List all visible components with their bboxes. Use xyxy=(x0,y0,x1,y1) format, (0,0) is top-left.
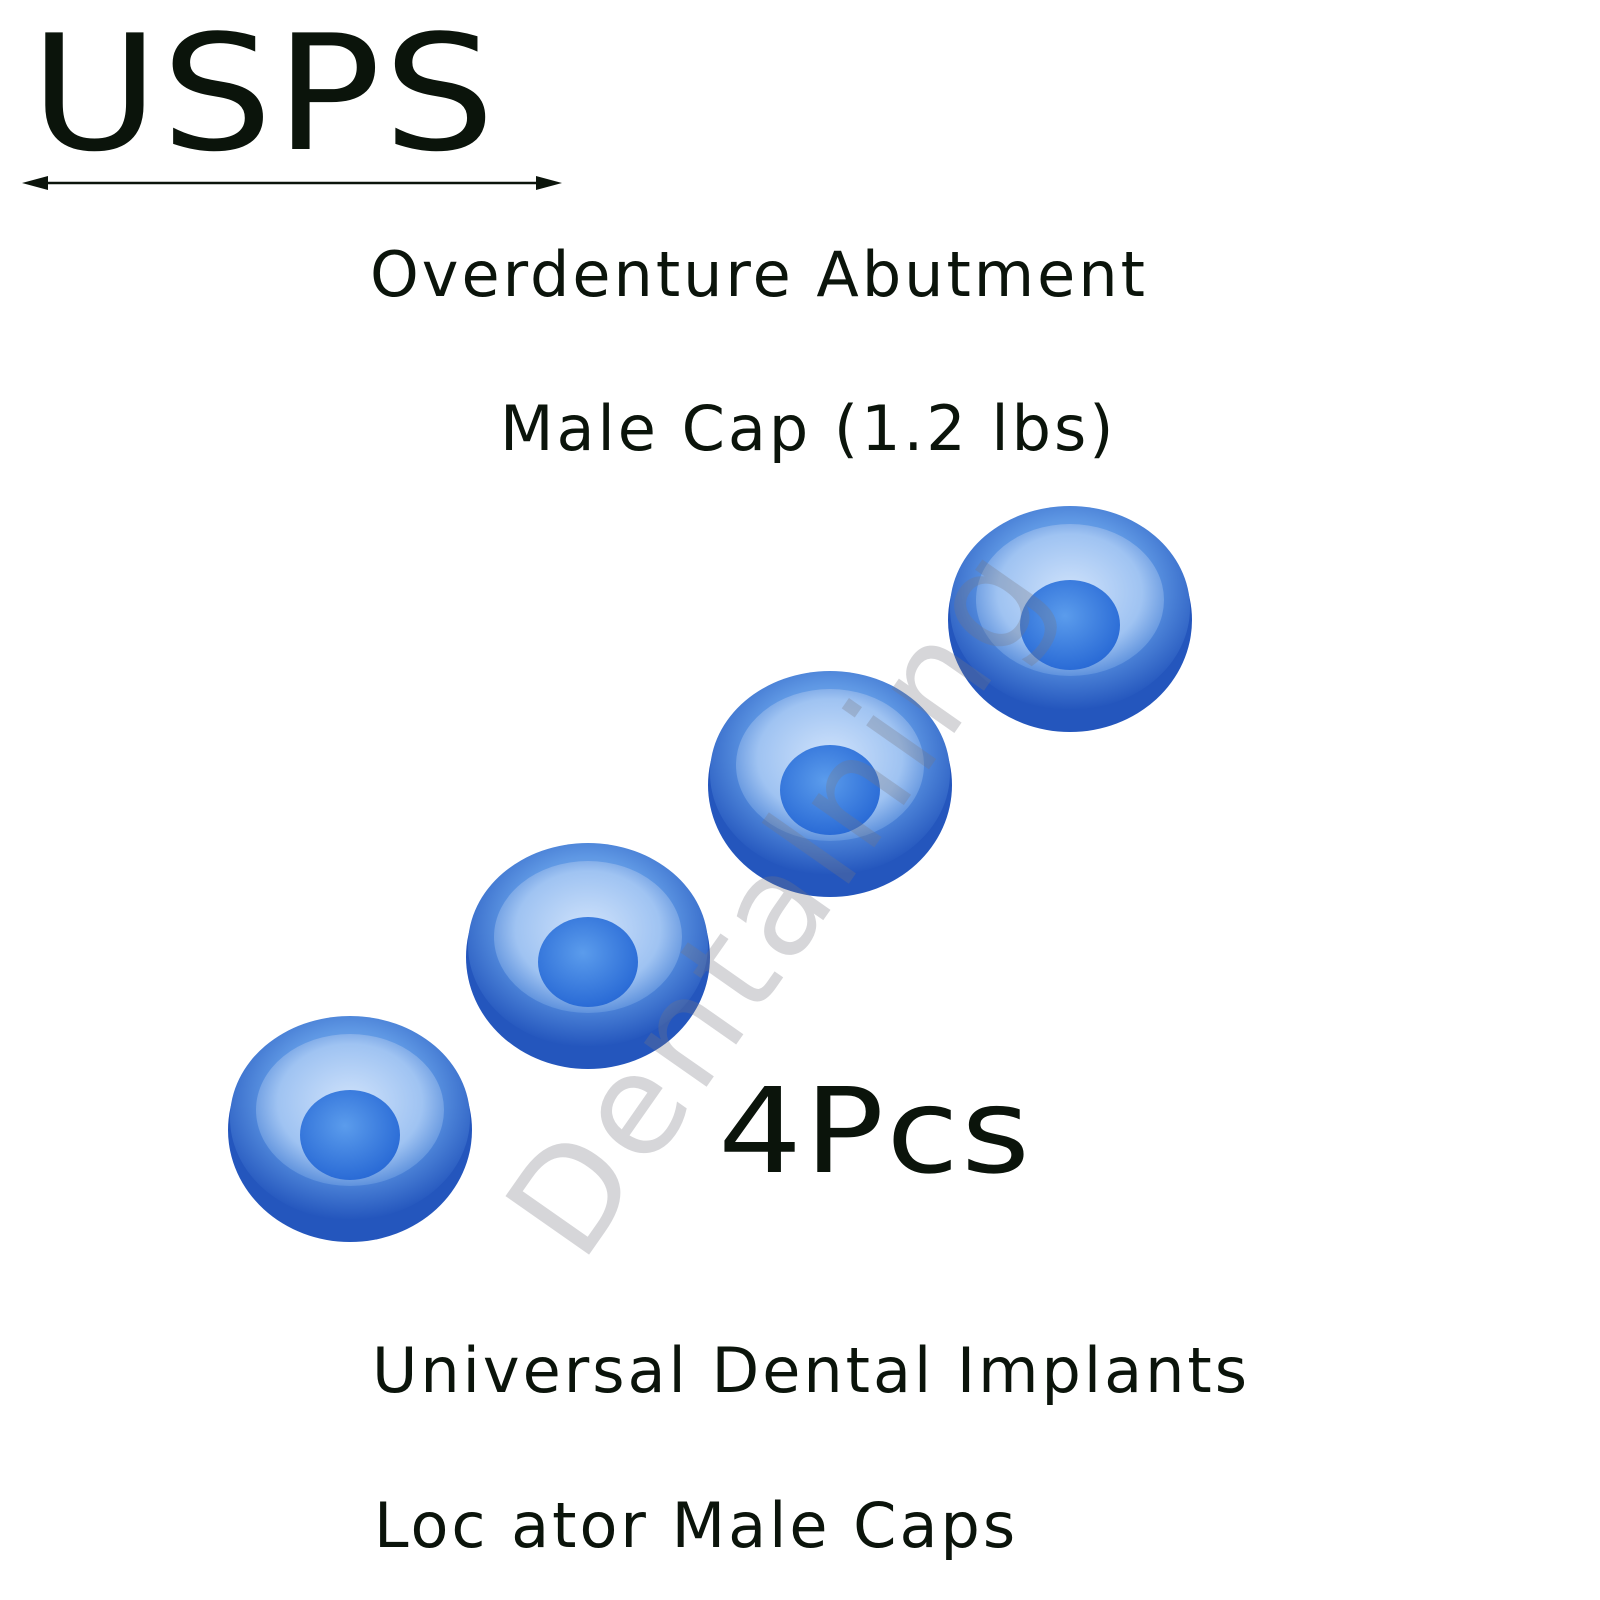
product-line-2: Male Cap (1.2 lbs) xyxy=(500,392,1117,465)
double-arrow-icon xyxy=(22,176,562,190)
product-line-3: Universal Dental Implants xyxy=(372,1334,1251,1407)
male-cap-3 xyxy=(708,671,952,897)
male-cap-2 xyxy=(466,843,710,1069)
product-line-1: Overdenture Abutment xyxy=(370,238,1148,311)
male-cap-1 xyxy=(228,1016,472,1242)
male-cap-4 xyxy=(948,506,1192,732)
product-line-4: Loc ator Male Caps xyxy=(374,1489,1019,1562)
quantity-label: 4Pcs xyxy=(718,1062,1033,1200)
brand-title: USPS xyxy=(30,0,498,187)
